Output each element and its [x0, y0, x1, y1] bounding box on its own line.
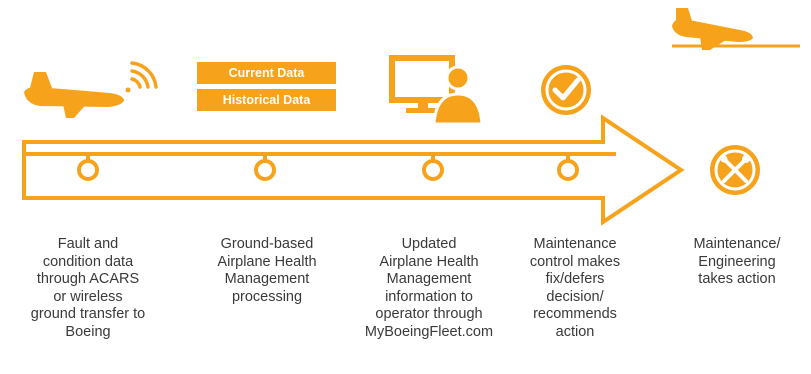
step-marker-1	[77, 154, 99, 181]
current-data-badge: Current Data	[197, 62, 336, 84]
airplane-departing-icon	[672, 8, 800, 50]
step-marker-3	[422, 154, 444, 181]
airplane-icon	[24, 72, 124, 118]
historical-data-badge: Historical Data	[197, 89, 336, 111]
step-marker-2	[254, 154, 276, 181]
timeline-arrow	[22, 114, 685, 226]
checkmark-circle-icon	[541, 65, 591, 115]
computer-user-icon	[389, 55, 484, 126]
tools-icon	[710, 145, 760, 195]
step-marker-4	[557, 154, 579, 181]
wireless-signal-icon	[125, 61, 158, 93]
